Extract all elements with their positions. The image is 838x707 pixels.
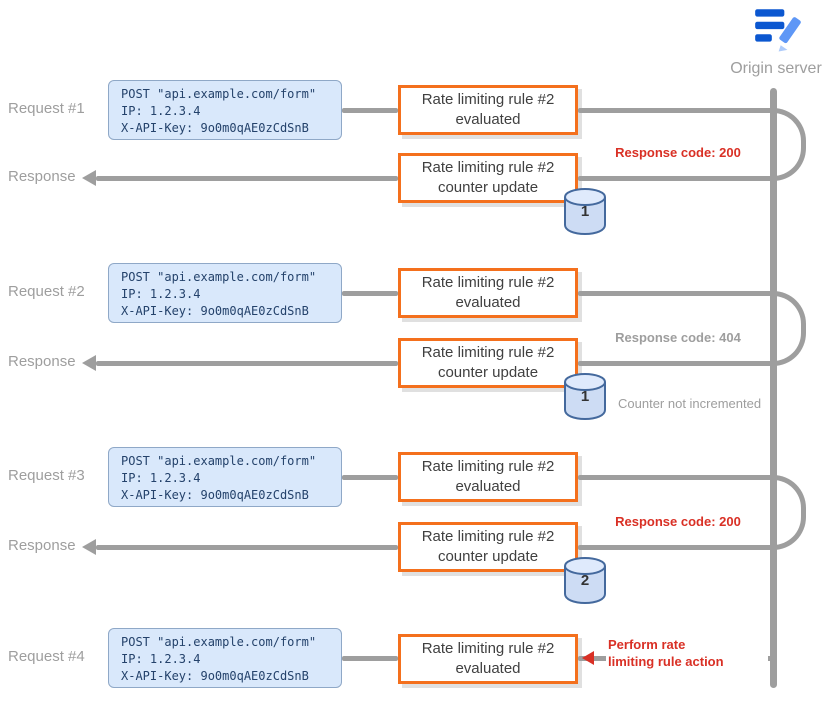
request1-box: POST "api.example.com/form" IP: 1.2.3.4 … [108, 80, 342, 140]
counter-db-icon: 2 [561, 555, 609, 605]
connector-line [342, 291, 398, 296]
response3-label: Response [8, 537, 76, 554]
rule-evaluated-box-1: Rate limiting rule #2 evaluated [398, 85, 578, 135]
connector-line [96, 176, 398, 181]
counter-update-box-2: Rate limiting rule #2 counter update [398, 338, 578, 388]
rule-evaluated-box-2: Rate limiting rule #2 evaluated [398, 268, 578, 318]
counter-update-box-3: Rate limiting rule #2 counter update [398, 522, 578, 572]
connector-line [578, 176, 772, 181]
response-arrow-icon [82, 355, 96, 371]
request2-label: Request #2 [8, 283, 85, 300]
rule-title: Rate limiting rule #2 [421, 457, 555, 475]
connector-line [342, 108, 398, 113]
rule-evaluated: evaluated [455, 660, 521, 677]
response2-code-annotation: Response code: 404 [615, 330, 741, 345]
connector-line [342, 656, 398, 661]
action-arrow-icon [582, 651, 594, 665]
connector-line [578, 291, 772, 296]
request-method-line: POST "api.example.com/form" [121, 454, 317, 468]
rule-action-line2: limiting rule action [608, 653, 724, 669]
rule-counter-update: counter update [437, 548, 539, 565]
response-arrow-icon [82, 539, 96, 555]
rule-evaluated-box-4: Rate limiting rule #2 evaluated [398, 634, 578, 684]
request4-box: POST "api.example.com/form" IP: 1.2.3.4 … [108, 628, 342, 688]
counter-value: 1 [580, 203, 590, 220]
connector-line [578, 108, 772, 113]
connector-line [578, 475, 772, 480]
connector-line [578, 545, 772, 550]
response1-label: Response [8, 168, 76, 185]
counter-not-incremented-note: Counter not incremented [618, 396, 762, 411]
request2-box: POST "api.example.com/form" IP: 1.2.3.4 … [108, 263, 342, 323]
origin-server-entity: Origin server [714, 2, 838, 78]
rule-title: Rate limiting rule #2 [421, 639, 555, 657]
request4-label: Request #4 [8, 648, 85, 665]
counter-db-icon: 1 [561, 186, 609, 236]
request-apikey-line: X-API-Key: 9o0m0qAE0zCdSnB [121, 669, 309, 683]
counter-value: 2 [580, 572, 590, 589]
response2-label: Response [8, 353, 76, 370]
rule-counter-update: counter update [437, 179, 539, 196]
rule-title: Rate limiting rule #2 [421, 273, 555, 291]
rule-counter-update: counter update [437, 364, 539, 381]
response-arrow-icon [82, 170, 96, 186]
counter-update-box-1: Rate limiting rule #2 counter update [398, 153, 578, 203]
rule-evaluated: evaluated [455, 111, 521, 128]
rule-title: Rate limiting rule #2 [421, 158, 555, 176]
round-trip-arc-2 [773, 291, 806, 366]
request-ip-line: IP: 1.2.3.4 [121, 471, 201, 485]
rule-action-line1: Perform rate [608, 637, 686, 652]
request-method-line: POST "api.example.com/form" [121, 635, 317, 649]
round-trip-arc-3 [773, 475, 806, 550]
rule-action-annotation: Perform rate limiting rule action [606, 636, 768, 672]
connector-line [342, 475, 398, 480]
connector-line [96, 361, 398, 366]
rule-evaluated: evaluated [455, 478, 521, 495]
response1-code-annotation: Response code: 200 [615, 145, 741, 160]
entity-label: Origin server [730, 60, 822, 77]
round-trip-arc-1 [773, 108, 806, 181]
request-apikey-line: X-API-Key: 9o0m0qAE0zCdSnB [121, 121, 309, 135]
request3-box: POST "api.example.com/form" IP: 1.2.3.4 … [108, 447, 342, 507]
request-apikey-line: X-API-Key: 9o0m0qAE0zCdSnB [121, 304, 309, 318]
lifeline [770, 88, 777, 688]
request-method-line: POST "api.example.com/form" [121, 270, 317, 284]
request1-label: Request #1 [8, 100, 85, 117]
counter-db-icon: 1 [561, 371, 609, 421]
rule-title: Rate limiting rule #2 [421, 343, 555, 361]
rule-evaluated: evaluated [455, 294, 521, 311]
request-apikey-line: X-API-Key: 9o0m0qAE0zCdSnB [121, 488, 309, 502]
counter-value: 1 [580, 388, 590, 405]
rule-title: Rate limiting rule #2 [421, 90, 555, 108]
connector-line [96, 545, 398, 550]
connector-line [578, 361, 772, 366]
request-ip-line: IP: 1.2.3.4 [121, 287, 201, 301]
rule-title: Rate limiting rule #2 [421, 527, 555, 545]
response3-code-annotation: Response code: 200 [615, 514, 741, 529]
request-ip-line: IP: 1.2.3.4 [121, 104, 201, 118]
rule-evaluated-box-3: Rate limiting rule #2 evaluated [398, 452, 578, 502]
request-ip-line: IP: 1.2.3.4 [121, 652, 201, 666]
request3-label: Request #3 [8, 467, 85, 484]
edit-rules-icon [755, 9, 801, 52]
request-method-line: POST "api.example.com/form" [121, 87, 317, 101]
